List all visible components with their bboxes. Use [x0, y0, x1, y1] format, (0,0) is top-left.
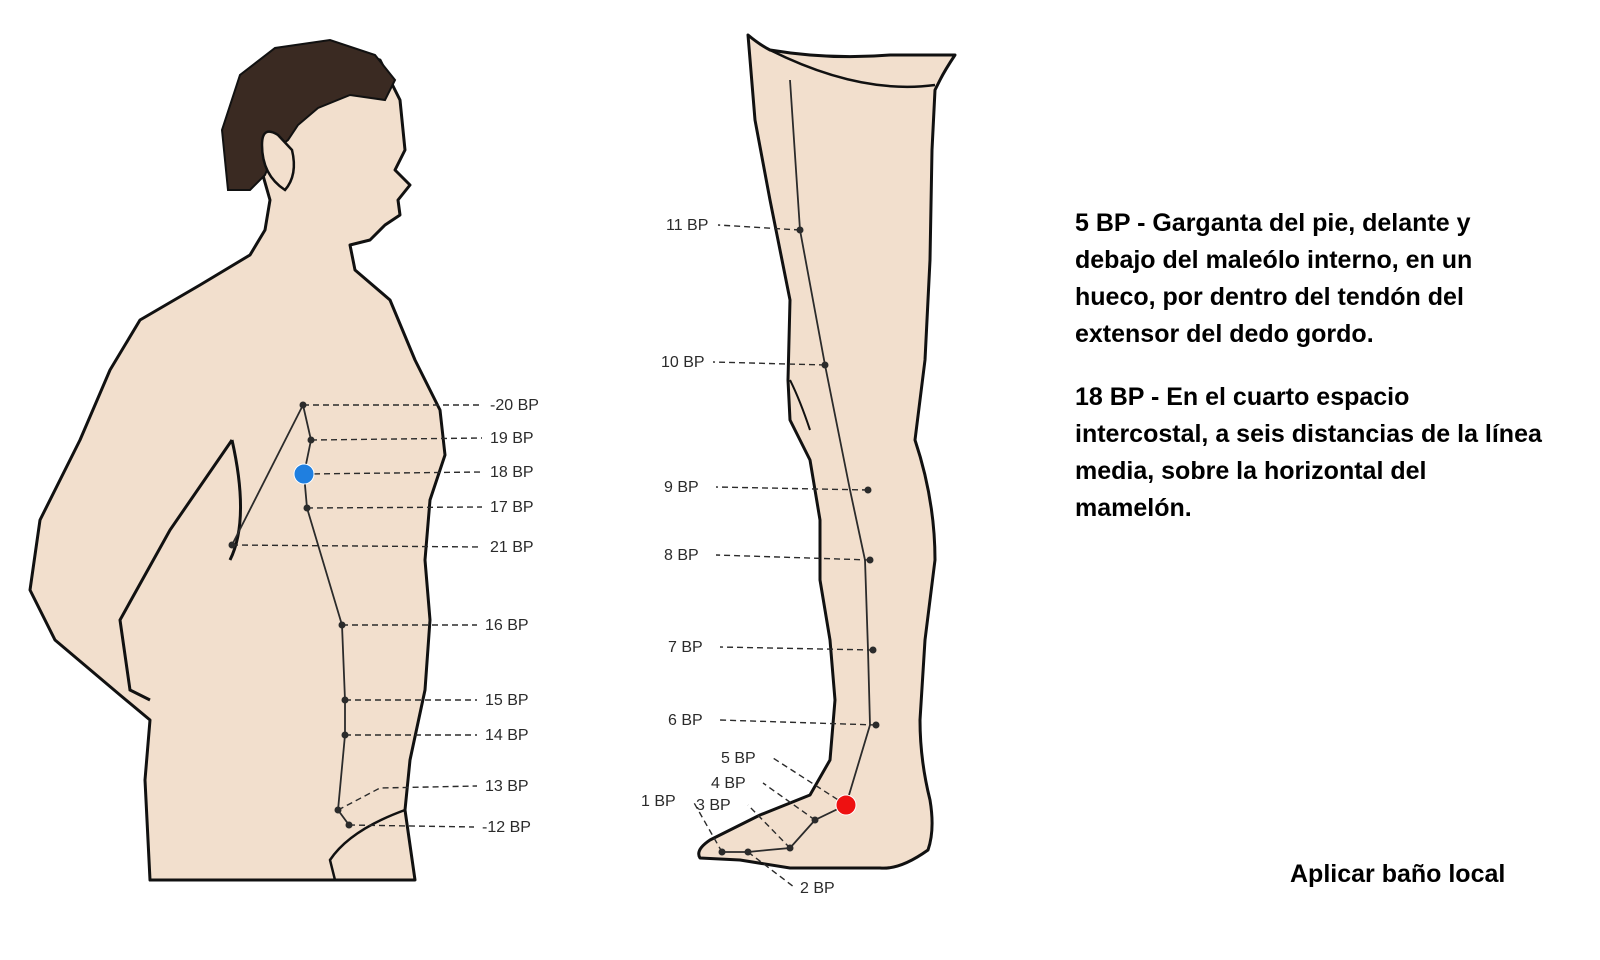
leg-figure: 11 BP 10 BP 9 BP 8 BP 7 BP 6 BP 5 BP 4 BP 3 BP 1 …: [641, 33, 957, 897]
point-19-bp: [307, 436, 315, 444]
point-7-bp: [869, 646, 877, 654]
label-13-bp: 13 BP: [485, 778, 529, 795]
label-6-bp: 6 BP: [668, 712, 703, 729]
label-16-bp: 16 BP: [485, 617, 529, 634]
label-9-bp: 9 BP: [664, 479, 699, 496]
point-15-bp: [341, 696, 349, 704]
point-6-bp: [872, 721, 880, 729]
point-4-bp: [811, 816, 819, 824]
point-21-bp: [228, 541, 236, 549]
ear: [260, 130, 296, 192]
knee-crease: [789, 379, 811, 431]
leader-line-13-bp: [337, 785, 478, 811]
point-13-bp: [334, 806, 342, 814]
highlighted-point-5-bp: [835, 794, 857, 816]
thigh-top: [769, 48, 936, 89]
arm: [118, 439, 242, 702]
point-17-bp: [303, 504, 311, 512]
label-7-bp: 7 BP: [668, 639, 703, 656]
label-1-bp: 1 BP: [641, 793, 676, 810]
leader-line-17-bp: [306, 506, 483, 509]
label-19-bp: 19 BP: [490, 430, 534, 447]
point-10-bp: [821, 361, 829, 369]
label-14-bp: 14 BP: [485, 727, 529, 744]
point-3-bp: [786, 844, 794, 852]
leader-line-4-bp: [762, 782, 816, 821]
leader-line-5-bp: [772, 757, 847, 806]
label-11-bp: 11 BP: [666, 217, 708, 234]
point-20-bp: [299, 401, 307, 409]
point-8-bp: [866, 556, 874, 564]
description-panel: 5 BP - Garganta del pie, delante y debaj…: [1075, 205, 1545, 553]
description-18bp: 18 BP - En el cuarto espacio intercostal…: [1075, 383, 1542, 522]
leader-line-21-bp: [231, 544, 483, 548]
point-14-bp: [341, 731, 349, 739]
label-5-bp: 5 BP: [721, 750, 756, 767]
leader-line-11-bp: [717, 224, 801, 231]
label-4-bp: 4 BP: [711, 775, 746, 792]
label-18-bp: 18 BP: [490, 464, 534, 481]
highlighted-point-18-bp: [293, 463, 315, 485]
leader-line-19-bp: [310, 437, 483, 441]
label-8-bp: 8 BP: [664, 547, 699, 564]
leader-line-10-bp: [712, 361, 826, 366]
leg-point-marks: 11 BP 10 BP 9 BP 8 BP 7 BP 6 BP 5 BP 4 BP 3 BP 1 …: [641, 217, 880, 897]
description-5bp: 5 BP - Garganta del pie, delante y debaj…: [1075, 209, 1473, 348]
torso-meridian-branch: [231, 404, 304, 546]
torso-figure: -20 BP 19 BP 18 BP 17 BP 21 BP 16 BP 15 BP 14 B…: [28, 38, 539, 882]
label-10-bp: 10 BP: [661, 354, 705, 371]
leader-line-12-bp: [348, 824, 475, 828]
label-20-bp: -20 BP: [490, 397, 539, 414]
leader-line-3-bp: [747, 804, 791, 849]
label-17-bp: 17 BP: [490, 499, 534, 516]
label-12-bp: -12 BP: [482, 819, 531, 836]
point-1-bp: [718, 848, 726, 856]
label-21-bp: 21 BP: [490, 539, 534, 556]
point-9-bp: [864, 486, 872, 494]
hip-line: [328, 808, 406, 881]
point-11-bp: [796, 226, 804, 234]
label-3-bp: 3 BP: [696, 797, 731, 814]
leader-line-6-bp: [719, 719, 877, 726]
leader-line-7-bp: [719, 646, 874, 651]
point-12-bp: [345, 821, 353, 829]
treatment-note: Aplicar baño local: [1290, 860, 1506, 888]
label-2-bp: 2 BP: [800, 880, 835, 897]
leader-line-9-bp: [715, 486, 869, 491]
label-15-bp: 15 BP: [485, 692, 529, 709]
point-2-bp: [744, 848, 752, 856]
point-16-bp: [338, 621, 346, 629]
leg-silhouette: [697, 33, 957, 870]
torso-point-marks: -20 BP 19 BP 18 BP 17 BP 21 BP 16 BP 15 BP 14 B…: [228, 397, 539, 836]
leader-line-8-bp: [715, 554, 871, 561]
